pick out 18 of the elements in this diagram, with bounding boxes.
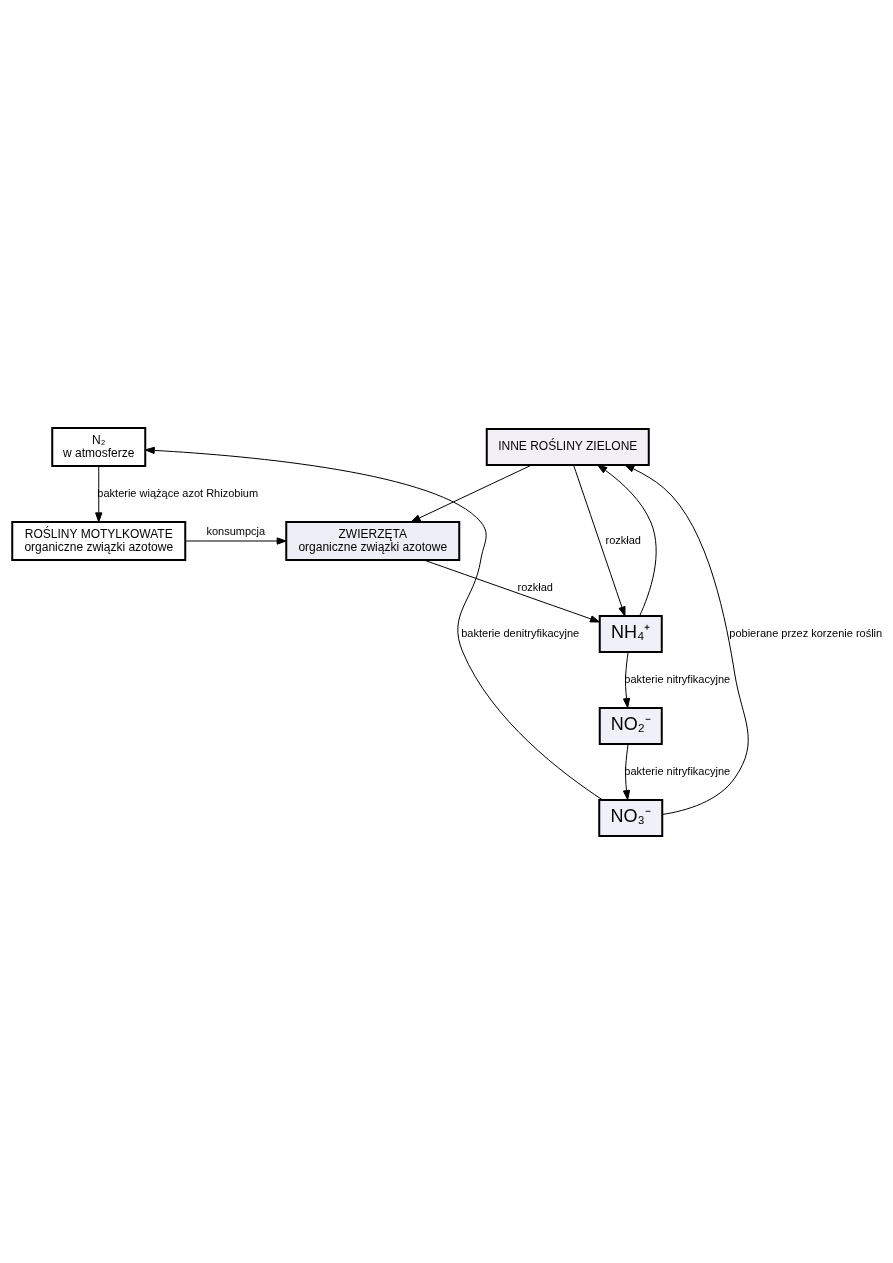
arrow xyxy=(573,464,626,616)
edge-label: konsumpcja xyxy=(206,524,266,537)
edge-label: rozkład xyxy=(517,580,553,593)
arrow xyxy=(597,464,657,616)
node-box: NH₄⁺ xyxy=(598,614,663,653)
node-box: NO₃⁻ xyxy=(598,798,664,837)
edge-label: pobierane przez korzenie roślin xyxy=(729,626,883,639)
arrow xyxy=(184,536,287,545)
node-box: ZWIERZĘTA organiczne związki azotowe xyxy=(285,520,461,561)
arrow xyxy=(410,464,533,522)
arrow xyxy=(144,446,604,800)
node-box: INNE ROŚLINY ZIELONE xyxy=(485,427,650,466)
edge-label: bakterie denitryfikacyjne xyxy=(461,626,580,639)
edge-label: rozkład xyxy=(605,533,641,546)
node-box: N₂ w atmosferze xyxy=(51,426,147,467)
node-box: ROŚLINY MOTYLKOWATE organiczne związki azotowe xyxy=(11,520,187,561)
arrow xyxy=(423,559,600,622)
node-box: NO₂⁻ xyxy=(598,706,663,745)
